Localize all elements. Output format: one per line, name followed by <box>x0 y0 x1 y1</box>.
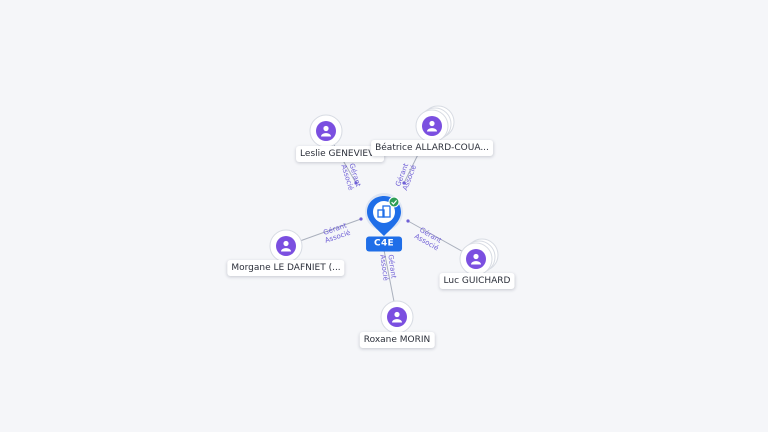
person-node-leslie[interactable] <box>309 114 343 148</box>
company-label[interactable]: C4E <box>366 236 402 252</box>
person-icon <box>471 253 481 265</box>
person-node-beatrice[interactable] <box>415 105 455 143</box>
edge-arrow-morgane <box>359 217 363 221</box>
person-icon <box>392 311 402 323</box>
person-label-luc[interactable]: Luc GUICHARD <box>439 273 515 289</box>
check-icon <box>388 196 400 208</box>
person-node-morgane[interactable] <box>269 229 303 263</box>
person-icon <box>321 125 331 137</box>
edge-role-gerant: Gérant <box>386 254 397 279</box>
person-icon <box>281 240 291 252</box>
company-node[interactable] <box>365 193 403 236</box>
edge-role-associe: Associé <box>378 254 390 281</box>
person-icon <box>427 120 437 132</box>
edge-arrow-leslie <box>354 181 358 185</box>
person-node-luc[interactable] <box>459 238 499 276</box>
person-label-beatrice[interactable]: Béatrice ALLARD-COUA... <box>371 140 493 156</box>
person-label-morgane[interactable]: Morgane LE DAFNIET (... <box>227 260 345 276</box>
person-label-leslie[interactable]: Leslie GENEVIEVE <box>296 146 384 162</box>
building-icon <box>377 205 391 218</box>
person-node-roxane[interactable] <box>380 300 414 334</box>
person-label-roxane[interactable]: Roxane MORIN <box>359 332 435 348</box>
edge-arrow-beatrice <box>402 181 406 185</box>
edge-arrow-luc <box>406 219 410 223</box>
